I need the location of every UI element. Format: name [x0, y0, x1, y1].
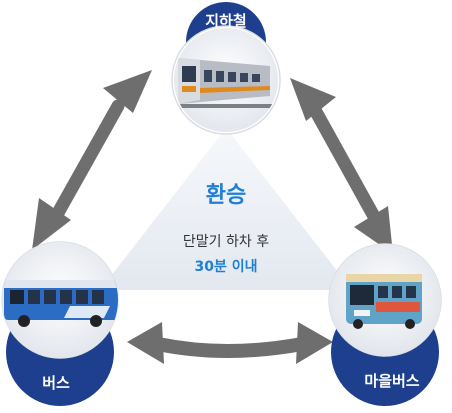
bus-label: 버스	[42, 374, 70, 392]
subway-photo	[171, 25, 281, 135]
arrow-subway-village-bus	[290, 78, 393, 254]
village-bus-photo	[328, 243, 442, 357]
subway-label: 지하철	[205, 12, 246, 30]
bus-photo	[1, 241, 119, 359]
center-line-1: 단말기 하차 후	[183, 234, 269, 250]
center-title: 환승	[206, 183, 246, 208]
center-line-2: 30분 이내	[195, 258, 258, 275]
center-triangle	[100, 128, 352, 290]
arrow-bus-village-bus	[127, 322, 333, 364]
village-bus-label: 마을버스	[364, 372, 419, 390]
arrow-subway-bus	[32, 70, 152, 250]
